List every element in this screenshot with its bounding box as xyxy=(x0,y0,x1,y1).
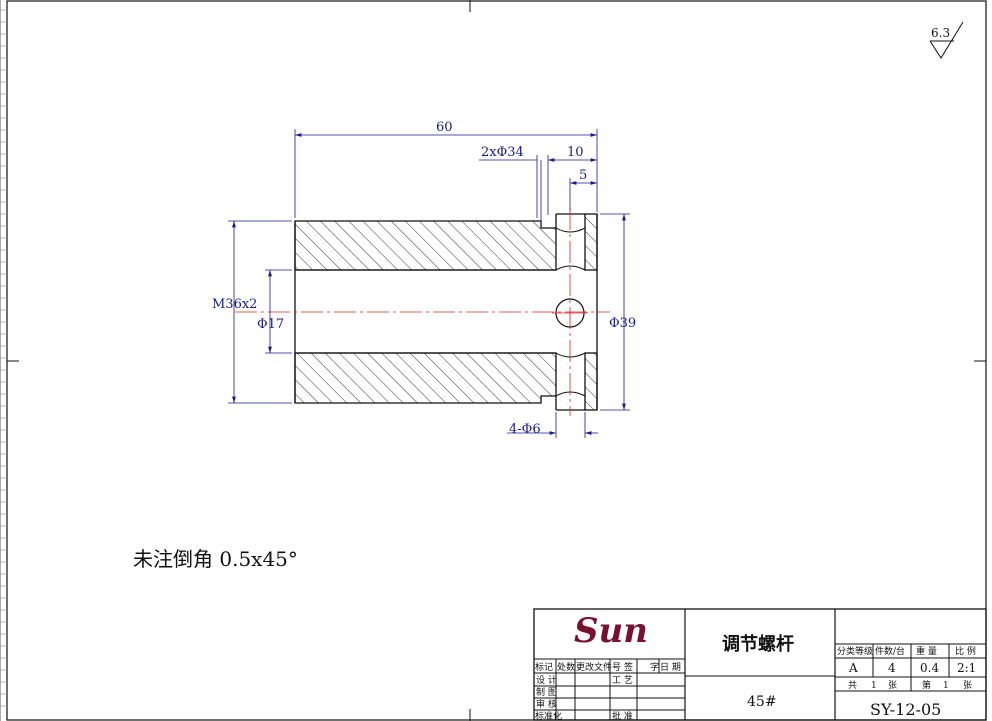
sheets-unit-2: 张 xyxy=(963,680,972,691)
rev-header-date: 日 期 xyxy=(660,662,681,673)
dim-bore: Φ17 xyxy=(257,317,284,332)
attr-value-qty: 4 xyxy=(888,661,896,675)
rev-header-sign: 签 xyxy=(624,661,633,673)
upper-wall xyxy=(294,220,557,271)
dim-cross-holes: 4-Φ6 xyxy=(509,422,541,437)
dimension-labels: 60 2xΦ34 10 5 M36x2 Φ17 Φ39 4-Φ6 xyxy=(212,120,636,437)
title-block xyxy=(533,608,987,721)
dim-overall-length: 60 xyxy=(436,120,453,135)
company-logo: Sun xyxy=(574,611,648,651)
dim-outer-diameter: Φ39 xyxy=(609,316,636,331)
lower-collar xyxy=(584,352,598,411)
dim-thread: M36x2 xyxy=(212,297,257,312)
attr-value-weight: 0.4 xyxy=(920,661,939,675)
material: 45# xyxy=(747,694,777,710)
label-design: 设 计 xyxy=(536,674,557,686)
rev-header-mark: 标记 xyxy=(535,661,553,673)
chamfer-note: 未注倒角 0.5x45° xyxy=(133,547,298,571)
dimensions xyxy=(228,129,630,438)
title-block-text: Sun 调节螺杆 45# SY-12-05 标记 处数 更改文件号 签 字 日 … xyxy=(535,611,976,721)
attr-header-qty: 件数/台 xyxy=(875,645,905,657)
attr-header-scale: 比 例 xyxy=(955,645,976,657)
sheets-unit-1: 张 xyxy=(888,680,897,691)
label-drawing: 制 图 xyxy=(536,686,557,698)
rev-header-char: 字 xyxy=(650,661,659,673)
roughness-symbol: 6.3 xyxy=(929,21,964,59)
attr-header-class: 分类等级 xyxy=(837,645,873,657)
rev-header-count: 处数 xyxy=(557,661,575,673)
sheets-total-label: 共 xyxy=(848,680,857,691)
dim-step-diameter: 2xΦ34 xyxy=(481,145,524,160)
dim-step-length: 10 xyxy=(567,145,584,160)
drawing-number: SY-12-05 xyxy=(870,700,941,719)
label-approve: 批 准 xyxy=(612,710,633,721)
lower-wall xyxy=(294,352,557,404)
rev-header-file: 更改文件号 xyxy=(576,661,621,673)
attr-value-scale: 2:1 xyxy=(957,661,976,675)
label-review: 审 核 xyxy=(536,698,557,710)
part-name: 调节螺杆 xyxy=(722,633,794,655)
attr-header-weight: 重 量 xyxy=(916,645,937,657)
part-section xyxy=(235,208,610,416)
roughness-value: 6.3 xyxy=(931,26,950,40)
label-standard: 标准化 xyxy=(535,710,562,721)
label-process: 工 艺 xyxy=(612,675,633,686)
sheet-number: 1 xyxy=(943,681,949,691)
dim-hole-offset: 5 xyxy=(579,168,587,183)
attr-value-class: A xyxy=(848,661,858,675)
margin-ticks xyxy=(0,9,7,707)
sheets-total: 1 xyxy=(871,681,877,691)
sheet-label: 第 xyxy=(922,679,931,691)
upper-collar xyxy=(584,213,598,271)
